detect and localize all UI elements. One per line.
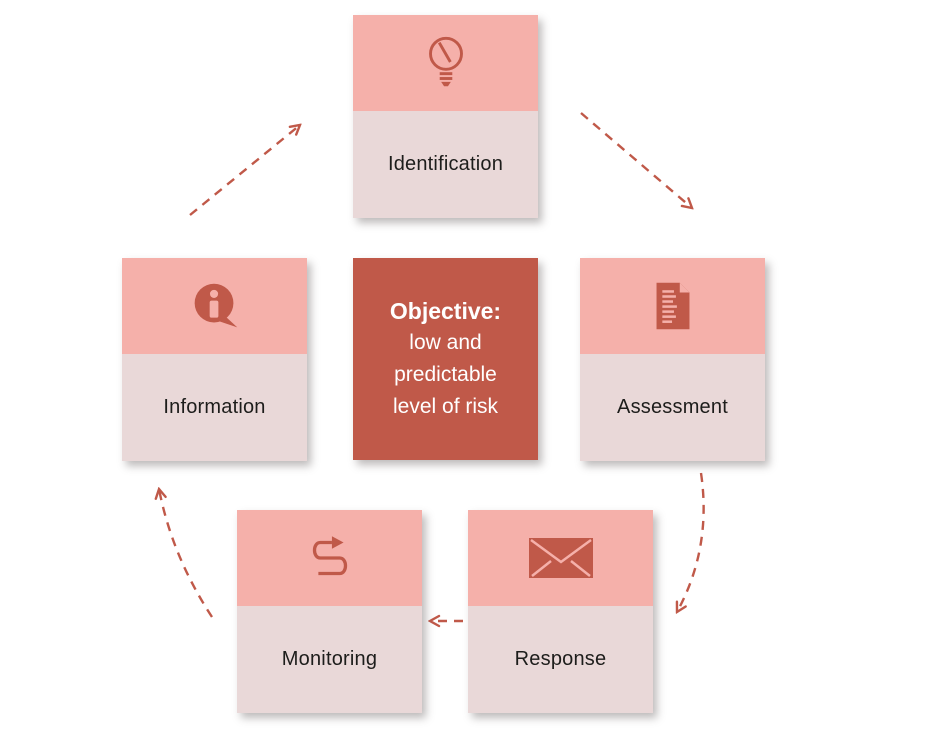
stage-response: Response bbox=[468, 510, 653, 713]
lightbulb-icon bbox=[428, 36, 463, 87]
objective-heading: Objective: bbox=[389, 298, 502, 324]
objective-line-1: low and bbox=[409, 331, 482, 354]
info-speech-bubble-icon bbox=[194, 283, 237, 328]
stage-information-icon-panel bbox=[122, 258, 307, 354]
loop-arrow-icon bbox=[312, 536, 347, 576]
arrow-information-to-identification bbox=[189, 125, 300, 216]
stage-assessment-icon-panel bbox=[580, 258, 765, 354]
stage-identification-icon-panel bbox=[353, 15, 538, 111]
stage-information-label: Information bbox=[163, 396, 266, 418]
arrow-monitoring-to-information bbox=[159, 489, 214, 618]
document-icon bbox=[656, 282, 689, 330]
stage-identification-label: Identification bbox=[387, 153, 504, 175]
stage-identification: Identification bbox=[353, 15, 538, 218]
stage-response-label: Response bbox=[514, 648, 607, 670]
stage-assessment: Assessment bbox=[580, 258, 765, 461]
stage-monitoring: Monitoring bbox=[237, 510, 422, 713]
stage-monitoring-label: Monitoring bbox=[281, 648, 378, 670]
stage-response-label-panel: Response bbox=[468, 606, 653, 713]
stage-assessment-label: Assessment bbox=[617, 396, 728, 418]
stage-information-label-panel: Information bbox=[122, 354, 307, 461]
objective-box: Objective: low and predictable level of … bbox=[353, 258, 538, 460]
arrow-identification-to-assessment bbox=[580, 112, 692, 208]
stage-identification-label-panel: Identification bbox=[353, 111, 538, 218]
stage-response-icon-panel bbox=[468, 510, 653, 606]
objective-line-3: level of risk bbox=[392, 395, 499, 418]
arrow-assessment-to-response bbox=[677, 472, 705, 612]
stage-information: Information bbox=[122, 258, 307, 461]
envelope-icon bbox=[528, 538, 593, 578]
stage-monitoring-label-panel: Monitoring bbox=[237, 606, 422, 713]
stage-monitoring-icon-panel bbox=[237, 510, 422, 606]
objective-line-2: predictable bbox=[394, 363, 497, 386]
stage-assessment-label-panel: Assessment bbox=[580, 354, 765, 461]
